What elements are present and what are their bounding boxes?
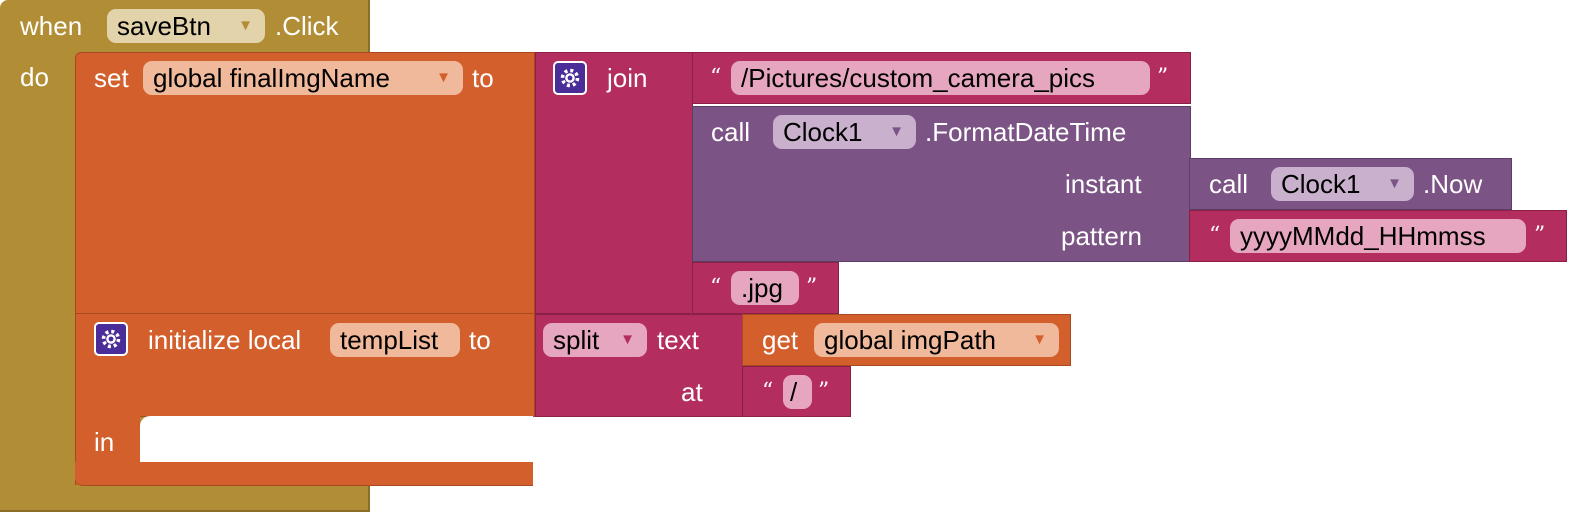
split-operation-dropdown[interactable]: split ▼ bbox=[543, 323, 647, 357]
close-quote: ” bbox=[806, 275, 818, 300]
join-label: join bbox=[607, 63, 648, 93]
mutator-gear-icon[interactable] bbox=[94, 322, 128, 356]
initialize-local-label: initialize local bbox=[148, 325, 302, 355]
text-field-path-value: /Pictures/custom_camera_pics bbox=[741, 63, 1096, 93]
dropdown-arrow-icon: ▼ bbox=[238, 17, 253, 34]
split-dropdown-label: split bbox=[553, 325, 600, 355]
variable-dropdown-finalimgname[interactable]: global finalImgName ▼ bbox=[143, 61, 463, 95]
component-dropdown-label: Clock1 bbox=[1281, 169, 1361, 199]
get-label: get bbox=[762, 325, 799, 355]
component-dropdown-clock1[interactable]: Clock1 ▼ bbox=[773, 115, 916, 149]
split-at-label: at bbox=[681, 377, 703, 407]
variable-dropdown-imgpath[interactable]: global imgPath ▼ bbox=[814, 323, 1059, 357]
event-name-label: .Click bbox=[275, 11, 339, 41]
component-dropdown-clock1-now[interactable]: Clock1 ▼ bbox=[1271, 167, 1414, 201]
call-label: call bbox=[711, 117, 751, 147]
variable-dropdown-label: global imgPath bbox=[824, 325, 996, 355]
set-label: set bbox=[94, 63, 129, 93]
text-field-path[interactable]: /Pictures/custom_camera_pics bbox=[731, 61, 1150, 95]
pattern-socket-label: pattern bbox=[1061, 221, 1142, 251]
open-quote: “ bbox=[1209, 223, 1221, 248]
text-field-pattern[interactable]: yyyyMMdd_HHmmss bbox=[1230, 219, 1526, 253]
close-quote: ” bbox=[1534, 223, 1546, 248]
set-global-block[interactable] bbox=[75, 52, 535, 314]
open-quote: “ bbox=[710, 65, 722, 90]
text-field-ext[interactable]: .jpg bbox=[731, 271, 799, 305]
do-label: do bbox=[20, 62, 49, 92]
local-variable-name-field[interactable]: tempList bbox=[330, 323, 460, 357]
initialize-to-label: to bbox=[469, 325, 491, 355]
when-label: when bbox=[20, 11, 83, 41]
local-variable-name-text: tempList bbox=[340, 325, 439, 355]
variable-dropdown-label: global finalImgName bbox=[153, 63, 391, 93]
set-to-label: to bbox=[472, 63, 494, 93]
in-label: in bbox=[94, 427, 115, 457]
component-dropdown-savebtn[interactable]: saveBtn ▼ bbox=[107, 9, 265, 43]
text-field-ext-value: .jpg bbox=[741, 273, 783, 303]
dropdown-arrow-icon: ▼ bbox=[436, 69, 451, 86]
dropdown-arrow-icon: ▼ bbox=[889, 123, 904, 140]
dropdown-arrow-icon: ▼ bbox=[620, 331, 635, 348]
method-label: .FormatDateTime bbox=[925, 117, 1127, 147]
open-quote: “ bbox=[762, 379, 774, 404]
dropdown-arrow-icon: ▼ bbox=[1387, 175, 1402, 192]
component-dropdown-label: Clock1 bbox=[783, 117, 863, 147]
component-dropdown-label: saveBtn bbox=[117, 11, 211, 41]
join-mutator-gear-icon[interactable] bbox=[553, 61, 587, 95]
split-text-label: text bbox=[657, 325, 699, 355]
open-quote: “ bbox=[710, 275, 722, 300]
text-field-pattern-value: yyyyMMdd_HHmmss bbox=[1240, 221, 1486, 251]
dropdown-arrow-icon: ▼ bbox=[1032, 331, 1047, 348]
now-method-label: .Now bbox=[1423, 169, 1483, 199]
instant-socket-label: instant bbox=[1065, 169, 1142, 199]
text-field-separator-value: / bbox=[790, 377, 798, 407]
close-quote: ” bbox=[1157, 65, 1169, 90]
text-field-separator[interactable]: / bbox=[783, 375, 812, 409]
initialize-local-block[interactable] bbox=[75, 313, 535, 417]
now-call-label: call bbox=[1209, 169, 1249, 199]
close-quote: ” bbox=[818, 379, 830, 404]
